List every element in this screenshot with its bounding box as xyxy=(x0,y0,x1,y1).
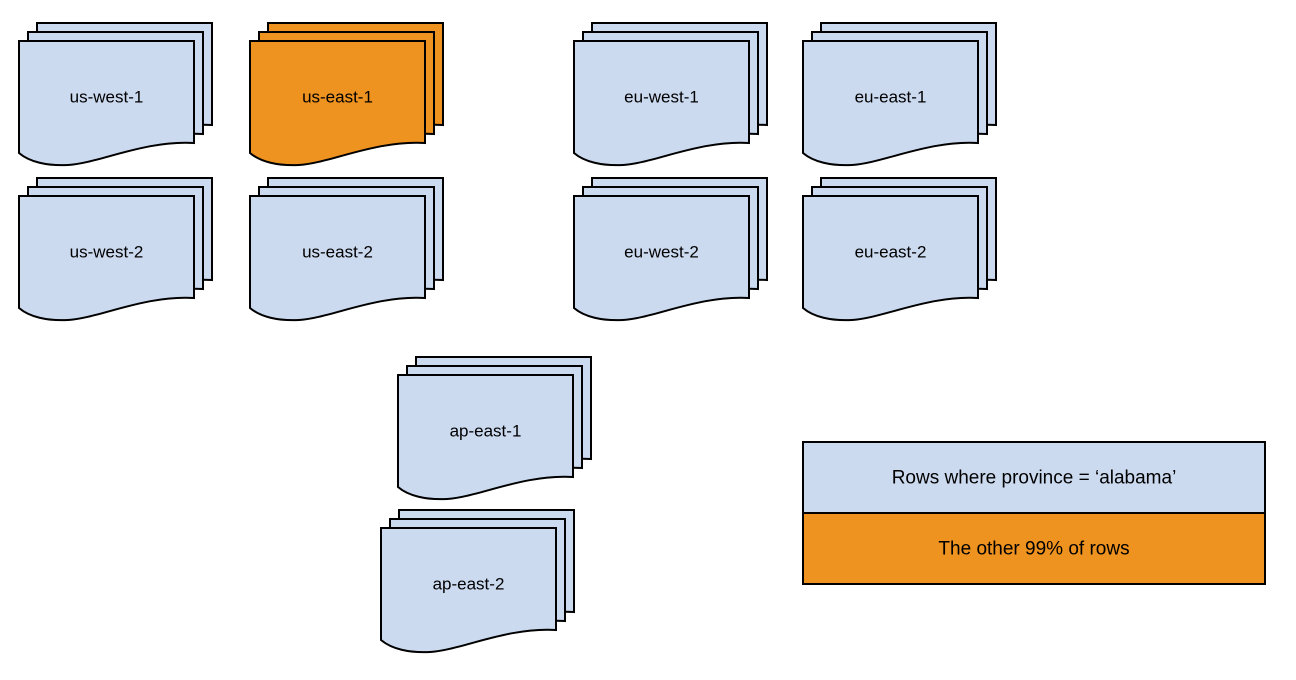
region-label: ap-east-1 xyxy=(450,422,522,441)
region-stack-ap-east-2[interactable]: ap-east-2 xyxy=(380,509,575,654)
document-sheet-front xyxy=(802,195,979,322)
region-label: ap-east-2 xyxy=(433,575,505,594)
region-stack-eu-west-2[interactable]: eu-west-2 xyxy=(573,177,768,322)
region-label: us-east-2 xyxy=(302,243,373,262)
region-stack-ap-east-1[interactable]: ap-east-1 xyxy=(397,356,592,501)
region-label: eu-east-1 xyxy=(855,88,927,107)
document-sheet-front xyxy=(397,374,574,501)
document-sheet-front xyxy=(573,40,750,167)
region-stack-us-east-2[interactable]: us-east-2 xyxy=(249,177,444,322)
region-label: eu-west-1 xyxy=(624,88,699,107)
region-stack-us-west-2[interactable]: us-west-2 xyxy=(18,177,213,322)
region-label: us-west-2 xyxy=(70,243,144,262)
legend-row-blue-label: Rows where province = ‘alabama’ xyxy=(892,468,1177,489)
region-label: eu-east-2 xyxy=(855,243,927,262)
region-stack-eu-east-2[interactable]: eu-east-2 xyxy=(802,177,997,322)
document-sheet-front xyxy=(249,40,426,167)
region-label: us-east-1 xyxy=(302,88,373,107)
region-label: eu-west-2 xyxy=(624,243,699,262)
region-stack-eu-west-1[interactable]: eu-west-1 xyxy=(573,22,768,167)
document-sheet-front xyxy=(18,40,195,167)
legend-row-orange-label: The other 99% of rows xyxy=(938,539,1129,560)
region-stack-us-west-1[interactable]: us-west-1 xyxy=(18,22,213,167)
document-sheet-front xyxy=(249,195,426,322)
document-sheet-front xyxy=(380,527,557,654)
region-label: us-west-1 xyxy=(70,88,144,107)
document-sheet-front xyxy=(802,40,979,167)
legend: Rows where province = ‘alabama’ The other… xyxy=(802,441,1266,585)
region-stack-eu-east-1[interactable]: eu-east-1 xyxy=(802,22,997,167)
legend-row-orange-swatch xyxy=(802,512,1266,585)
region-stack-us-east-1[interactable]: us-east-1 xyxy=(249,22,444,167)
document-sheet-front xyxy=(18,195,195,322)
document-sheet-front xyxy=(573,195,750,322)
